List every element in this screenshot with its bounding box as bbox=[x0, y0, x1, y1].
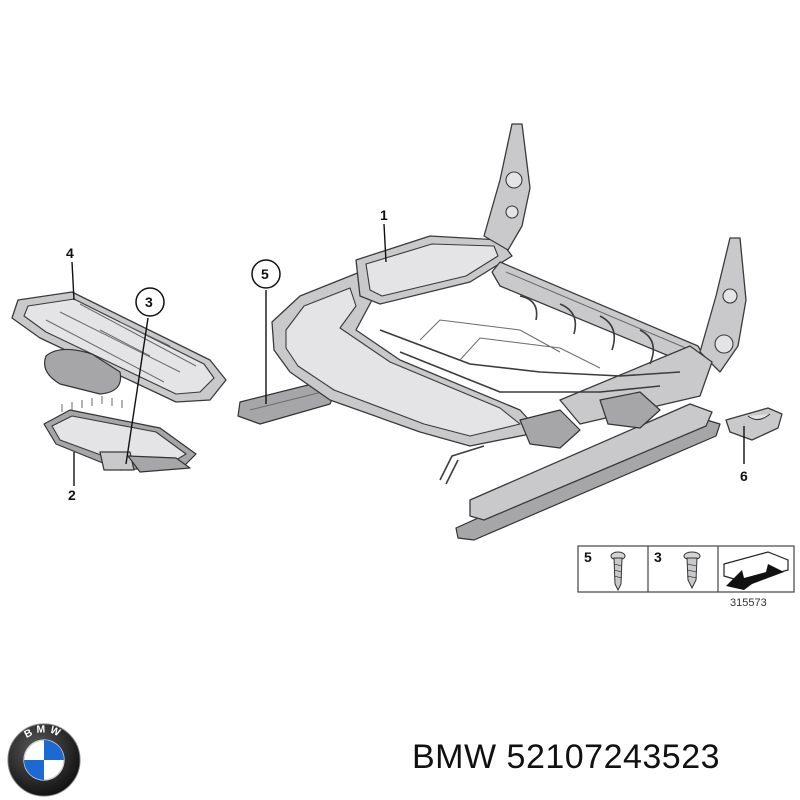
callout-2: 2 bbox=[68, 487, 76, 503]
screw-icon bbox=[683, 551, 701, 590]
legend-number-5: 5 bbox=[584, 549, 592, 565]
part-number-title: BMW 52107243523 bbox=[412, 738, 721, 776]
callout-5-circle bbox=[251, 259, 281, 289]
callout-4: 4 bbox=[66, 245, 74, 261]
part-6-clip bbox=[725, 407, 783, 441]
callout-1: 1 bbox=[380, 207, 388, 223]
part-2-module bbox=[43, 396, 197, 473]
callout-3-circle bbox=[135, 287, 165, 317]
part-4-seat-pan bbox=[11, 291, 227, 403]
reference-number: 315573 bbox=[730, 597, 767, 609]
fastener-legend: 5 3 bbox=[577, 545, 795, 593]
callout-6: 6 bbox=[740, 468, 748, 484]
bmw-logo-icon: BMW bbox=[7, 723, 81, 797]
callout-3: 3 bbox=[145, 294, 153, 310]
leader-lines bbox=[71, 223, 745, 486]
arrow-symbol-icon bbox=[723, 551, 789, 590]
legend-number-3: 3 bbox=[654, 549, 662, 565]
part-1-seat-frame bbox=[271, 123, 747, 541]
screw-icon bbox=[610, 551, 626, 592]
callout-5: 5 bbox=[261, 266, 269, 282]
